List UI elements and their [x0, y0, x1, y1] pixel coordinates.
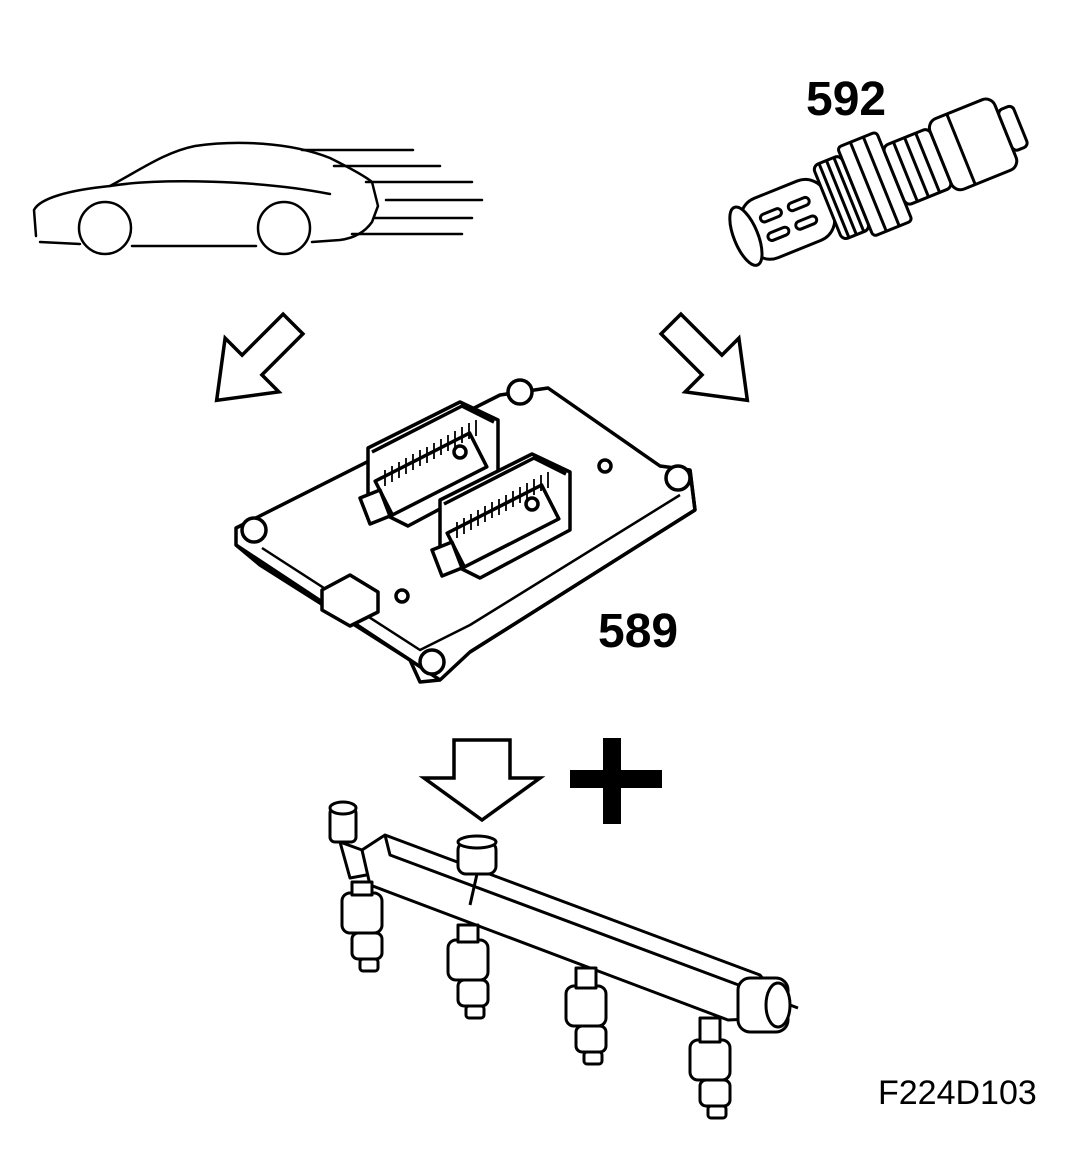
plus-icon	[570, 738, 662, 824]
arrow-icon	[214, 311, 750, 823]
fuel-rail-icon	[328, 800, 799, 1120]
car-icon	[32, 141, 484, 256]
ecu-icon	[234, 378, 697, 684]
oxygen-sensor-icon	[728, 97, 1029, 267]
figure-reference: F224D103	[878, 1074, 1037, 1112]
ecu-label: 589	[598, 605, 679, 658]
sensor-label: 592	[806, 73, 887, 126]
